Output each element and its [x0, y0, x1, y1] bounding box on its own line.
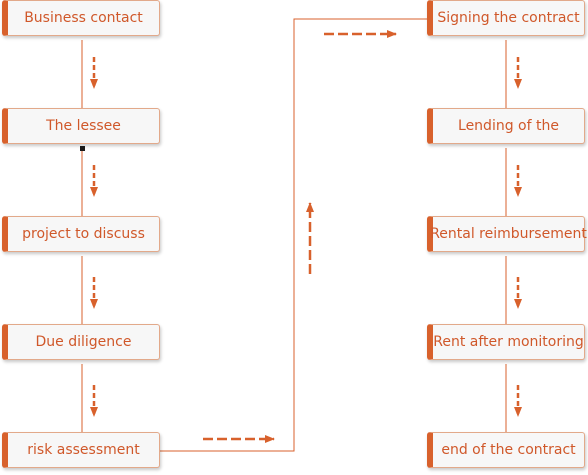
- step-signing-the-contract: Signing the contract: [427, 0, 585, 36]
- step-risk-assessment: risk assessment: [2, 432, 160, 468]
- step-rent-after-monitoring: Rent after monitoring: [427, 324, 585, 360]
- selection-handle[interactable]: [80, 146, 85, 151]
- elbow-connector: [160, 18, 427, 452]
- step-the-lessee: The lessee: [2, 108, 160, 144]
- step-lending: Lending of the: [427, 108, 585, 144]
- step-project-to-discuss: project to discuss: [2, 216, 160, 252]
- step-rental-reimbursement: Rental reimbursement: [427, 216, 587, 252]
- step-due-diligence: Due diligence: [2, 324, 160, 360]
- step-end-of-the-contract: end of the contract: [427, 432, 585, 468]
- step-business-contact: Business contact: [2, 0, 160, 36]
